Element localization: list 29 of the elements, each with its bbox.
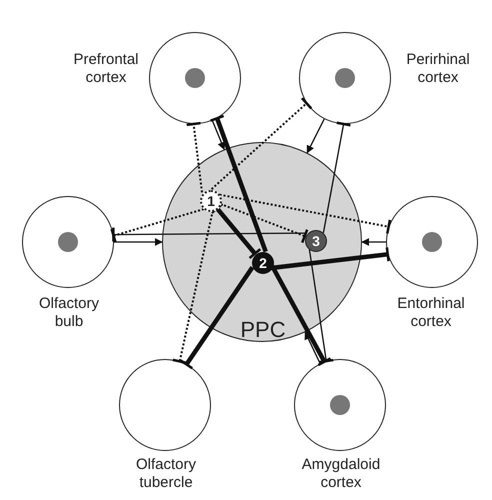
projection-line <box>179 266 254 370</box>
projection-line <box>270 265 332 366</box>
region-label: Amygdaloid cortex <box>300 456 382 492</box>
projection-line <box>209 114 268 252</box>
projection-line <box>110 208 204 244</box>
neuron-number: 3 <box>312 234 320 248</box>
region-label: Prefrontal cortex <box>72 51 140 87</box>
projection-line <box>112 226 306 243</box>
neuron-number: 1 <box>207 194 215 208</box>
projection-line <box>210 96 313 190</box>
neuron-circle <box>252 252 274 274</box>
neuron-circle <box>200 190 222 212</box>
projection-line <box>210 202 257 256</box>
region-label: Perirhinal cortex <box>405 51 471 87</box>
arrow <box>114 238 163 246</box>
region-label: PPC <box>239 319 287 341</box>
neuron-number: 2 <box>259 256 267 270</box>
projection-line <box>185 122 203 193</box>
arrow <box>306 118 325 154</box>
projection-line <box>219 194 392 235</box>
arrow <box>304 331 321 364</box>
neuron-circle <box>305 230 327 252</box>
region-label: Olfactory bulb <box>38 295 100 331</box>
projection-line <box>308 249 334 364</box>
region-label: Entorhinal cortex <box>396 295 466 331</box>
arrow <box>361 238 386 246</box>
arrow <box>212 120 226 150</box>
projection-line <box>322 121 352 234</box>
region-label: Olfactory tubercle <box>134 456 197 492</box>
